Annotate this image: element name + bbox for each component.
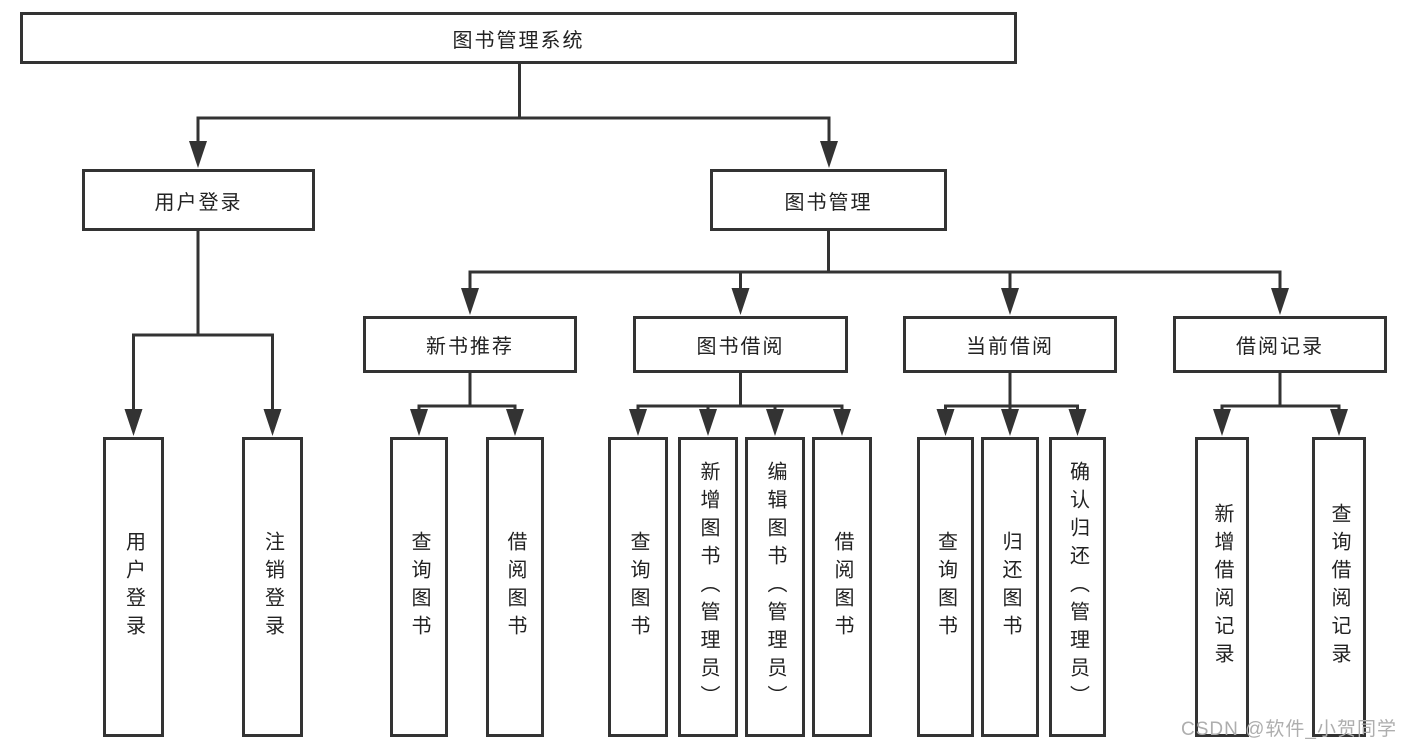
arrow-down-icon [833,409,851,436]
csdn-watermark: CSDN @软件_小贺同学 [1181,719,1397,740]
arrow-down-icon [189,141,207,168]
node-borrow-records: 借阅记录 [1173,316,1387,373]
arrow-down-icon [1213,409,1231,436]
arrow-down-icon [1068,409,1087,436]
connector-newbook-to-leaves [417,373,517,413]
connector-currentborrow-to-leaves [944,373,1079,413]
arrow-down-icon [766,409,784,436]
arrow-down-icon [820,141,838,168]
leaf-user-login: 用户登录 [103,437,164,737]
arrow-down-icon [936,409,955,436]
arrow-down-icon [731,288,750,315]
connector-root-to-level2 [196,62,831,146]
leaf-borrow-books: 借阅图书 [486,437,544,737]
connector-userlogin-to-leaves [132,230,274,414]
arrow-down-icon [1001,409,1019,436]
connector-records-to-leaves [1220,373,1341,413]
leaf-query-books-2: 查询图书 [608,437,668,737]
node-new-book-recommend: 新书推荐 [363,316,577,373]
node-root-system: 图书管理系统 [20,12,1017,64]
arrow-down-icon [263,409,282,436]
arrow-down-icon [506,409,524,436]
node-user-login: 用户登录 [82,169,315,231]
leaf-add-borrow-record: 新增借阅记录 [1195,437,1249,737]
arrow-down-icon [1271,288,1289,315]
leaf-borrow-books-2: 借阅图书 [812,437,872,737]
arrow-down-icon [1330,409,1348,436]
arrow-down-icon [1001,288,1019,315]
node-book-management: 图书管理 [710,169,947,231]
node-book-borrowing: 图书借阅 [633,316,848,373]
arrow-down-icon [461,288,479,315]
arrow-down-icon [699,409,717,436]
arrowheads [124,141,1348,436]
leaf-query-books-3: 查询图书 [917,437,974,737]
arrow-down-icon [410,409,428,436]
arrow-down-icon [629,409,647,436]
leaf-logout: 注销登录 [242,437,303,737]
arrow-down-icon [124,409,143,436]
leaf-query-borrow-record: 查询借阅记录 [1312,437,1366,737]
leaf-return-books: 归还图书 [981,437,1039,737]
leaf-edit-books-admin: 编辑图书（管理员） [745,437,805,737]
leaf-query-books: 查询图书 [390,437,448,737]
node-current-borrowing: 当前借阅 [903,316,1117,373]
connector-bookmgmt-to-level3 [468,230,1282,293]
leaf-confirm-return-admin: 确认归还（管理员） [1049,437,1106,737]
leaf-add-books-admin: 新增图书（管理员） [678,437,738,737]
connector-bookborrow-to-leaves [636,373,844,413]
